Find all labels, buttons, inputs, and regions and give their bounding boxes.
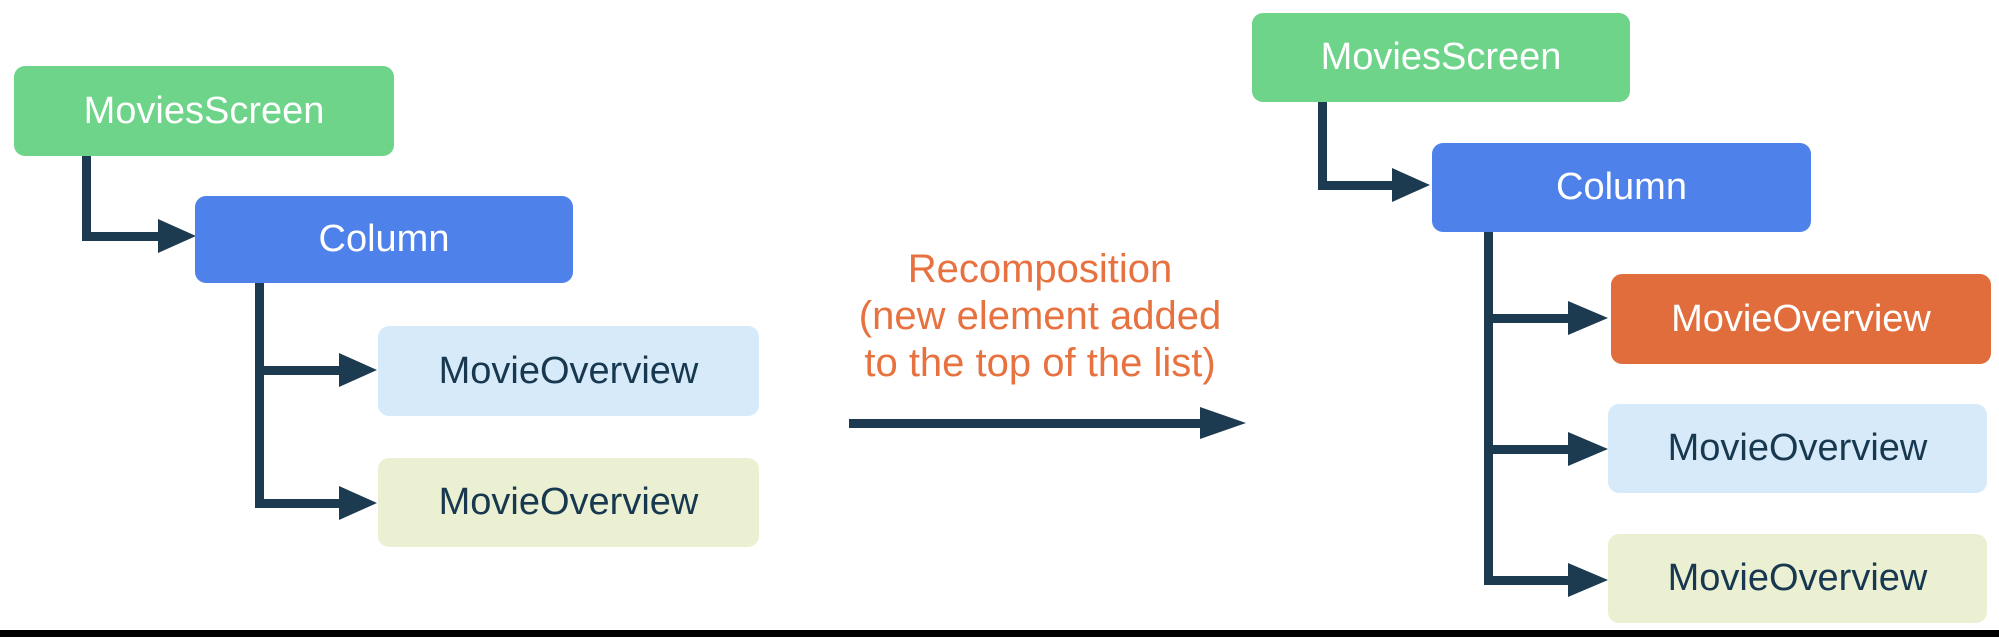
left-column-node: Column xyxy=(195,196,573,283)
left-branch-2-line xyxy=(255,499,341,508)
caption-line-2: (new element added xyxy=(858,294,1222,338)
left-root-elbow-vertical-line xyxy=(82,156,91,241)
caption-line-1: Recomposition xyxy=(907,247,1173,291)
left-movieoverview-node-1: MovieOverview xyxy=(378,326,759,416)
right-movieoverview-node-2: MovieOverview xyxy=(1608,404,1987,493)
right-branch-3-line xyxy=(1484,576,1570,585)
right-branch-2-arrowhead-icon xyxy=(1568,432,1608,466)
right-column-node: Column xyxy=(1432,143,1811,232)
right-movieoverview-node-new: MovieOverview xyxy=(1611,274,1991,364)
left-moviesscreen-node: MoviesScreen xyxy=(14,66,394,156)
left-branch-2-arrowhead-icon xyxy=(339,486,377,520)
right-root-arrowhead-icon xyxy=(1392,168,1430,202)
right-root-elbow-horizontal-line xyxy=(1318,181,1394,190)
right-branch-2-line xyxy=(1484,445,1570,454)
right-moviesscreen-node: MoviesScreen xyxy=(1252,13,1630,102)
left-column-trunk-line xyxy=(255,283,264,508)
bottom-border-rule xyxy=(0,630,1999,637)
caption-line-3: to the top of the list) xyxy=(864,341,1216,385)
transition-arrow-shaft xyxy=(849,419,1205,428)
right-branch-3-arrowhead-icon xyxy=(1568,563,1608,597)
recomposition-caption: Recomposition (new element added to the … xyxy=(780,246,1300,387)
left-root-elbow-horizontal-line xyxy=(82,232,162,241)
right-movieoverview-node-3: MovieOverview xyxy=(1608,534,1987,623)
right-branch-1-arrowhead-icon xyxy=(1568,301,1608,335)
transition-arrowhead-icon xyxy=(1200,407,1246,439)
left-branch-1-line xyxy=(255,366,341,375)
right-branch-1-line xyxy=(1484,314,1570,323)
left-movieoverview-node-2: MovieOverview xyxy=(378,458,759,547)
left-root-arrowhead-icon xyxy=(158,219,196,253)
right-root-elbow-vertical-line xyxy=(1318,102,1327,190)
right-column-trunk-line xyxy=(1484,232,1493,585)
left-branch-1-arrowhead-icon xyxy=(339,353,377,387)
